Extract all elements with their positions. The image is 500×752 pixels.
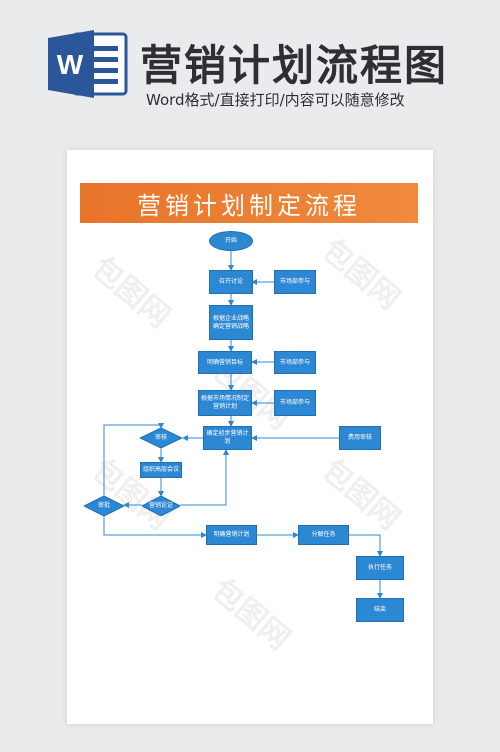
node-label: 召开讨论: [218, 278, 243, 285]
flow-node-market-participation: 市场部参与: [274, 270, 316, 294]
word-icon: W: [48, 30, 128, 98]
page-subtitle: Word格式/直接打印/内容可以随意修改: [146, 91, 405, 109]
node-label: 明确营销目标: [206, 358, 243, 366]
node-label: 审批: [97, 502, 110, 509]
node-label: 执行任务: [367, 564, 392, 571]
flow-decision-approval: 审批: [84, 496, 124, 516]
node-label: 根据企业战略确定营销战略: [212, 314, 249, 330]
node-label-wrap: 审批: [84, 496, 124, 516]
node-label-wrap: 营销论证: [142, 496, 180, 516]
document-title-banner: 营销计划制定流程: [80, 183, 418, 223]
flow-node-plan-by-market: 根据市场情况制定营销计划: [198, 390, 252, 416]
flow-node-start: 开始: [209, 231, 253, 251]
flow-node-meeting: 召开讨论: [209, 270, 253, 294]
flow-node-market-participation: 市场部参与: [274, 351, 316, 374]
flow-node-decompose: 分解任务: [298, 525, 349, 545]
node-label: 明确营销计划: [213, 531, 250, 538]
flow-decision-marketing-discussion: 营销论证: [142, 496, 180, 516]
flow-node-execute: 执行任务: [356, 556, 404, 580]
page-title: 营销计划流程图: [140, 41, 449, 90]
node-label: 根据市场情况制定营销计划: [200, 395, 249, 410]
node-label: 市场部参与: [279, 278, 310, 285]
node-label: 确定初步营销计划: [206, 430, 249, 445]
node-label: 营销论证: [148, 502, 173, 509]
connector: [103, 515, 207, 538]
flow-node-strategy: 根据企业战略确定营销战略: [209, 305, 253, 340]
node-label: 费用审核: [347, 434, 372, 441]
node-label: 市场部参与: [279, 399, 310, 406]
flow-node-org-meeting: 组织高层会议: [140, 462, 182, 478]
flow-node-cost-review: 费用审核: [339, 426, 381, 450]
diamond-shape: [142, 496, 180, 516]
diamond-shape: [140, 428, 182, 448]
node-label: 市场部参与: [279, 358, 310, 366]
node-label: 组织高层会议: [142, 466, 179, 473]
connector: [180, 449, 229, 506]
page-header: W 营销计划流程图 Word格式/直接打印/内容可以随意修改: [0, 0, 500, 120]
node-label: 开始: [224, 237, 237, 244]
flow-decision-review: 审核: [140, 428, 182, 448]
flow-node-final-plan: 明确营销计划: [206, 525, 257, 545]
flow-node-goal: 明确营销目标: [198, 351, 252, 374]
node-label: 分解任务: [311, 531, 336, 538]
diamond-shape: [84, 496, 124, 516]
node-label: 结束: [373, 606, 386, 613]
flow-node-end: 结束: [356, 598, 404, 622]
connector: [103, 423, 164, 497]
flow-node-initial-plan: 确定初步营销计划: [203, 426, 252, 450]
node-label: 审核: [154, 434, 167, 441]
connector: [349, 534, 383, 557]
word-logo-letter: W: [57, 49, 84, 80]
node-label-wrap: 审核: [140, 428, 182, 448]
flow-node-market-participation: 市场部参与: [274, 390, 316, 416]
